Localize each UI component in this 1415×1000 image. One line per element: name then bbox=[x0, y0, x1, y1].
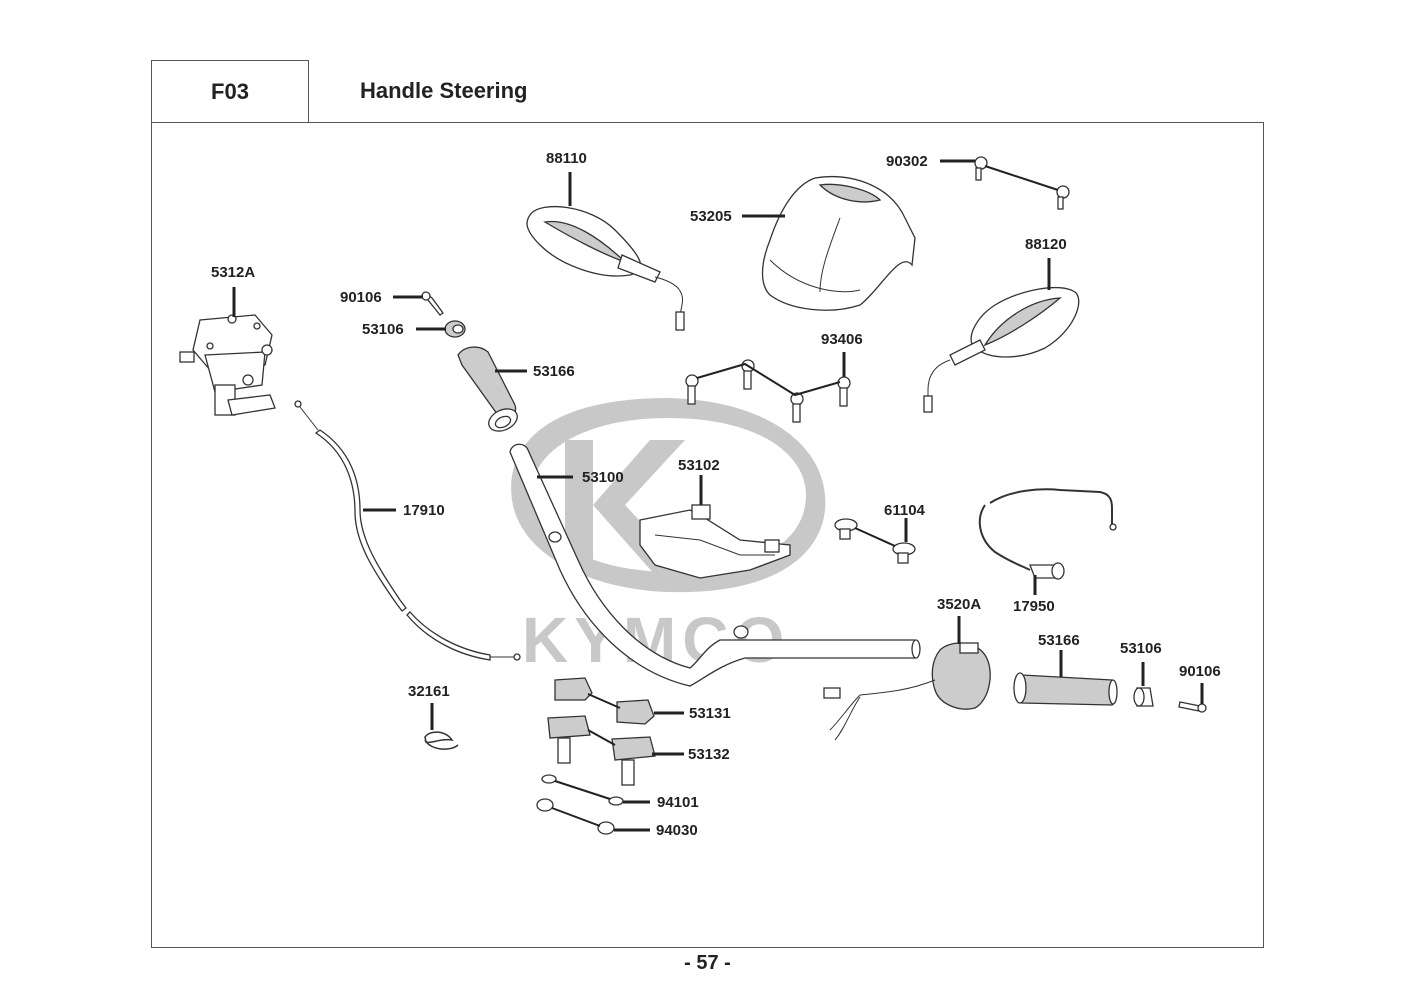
part-label: 53205 bbox=[690, 208, 732, 225]
handlebar-part bbox=[509, 443, 921, 687]
part-label: 90106 bbox=[1179, 663, 1221, 680]
upper-holder-part bbox=[554, 677, 655, 725]
nut-part bbox=[536, 798, 615, 835]
part-label: 88110 bbox=[546, 150, 587, 167]
grip-end-left-part bbox=[444, 320, 466, 338]
grip-right-part bbox=[1013, 672, 1118, 706]
page-number: - 57 - bbox=[684, 952, 731, 974]
part-label: 53106 bbox=[362, 321, 404, 338]
right-mirror-part bbox=[923, 286, 1080, 413]
left-mirror-part bbox=[526, 205, 685, 331]
part-label: 17950 bbox=[1013, 598, 1055, 615]
clamp-part bbox=[424, 731, 459, 750]
section-title: Handle Steering bbox=[360, 78, 528, 103]
part-label: 93406 bbox=[821, 331, 863, 348]
part-label: 17910 bbox=[403, 502, 445, 519]
part-label: 90106 bbox=[340, 289, 382, 306]
part-label: 53166 bbox=[1038, 632, 1080, 649]
screw-pair-part bbox=[974, 156, 1070, 210]
part-label: 53102 bbox=[678, 457, 720, 474]
handlebar-bracket-part bbox=[639, 504, 791, 579]
part-label: 53106 bbox=[1120, 640, 1162, 657]
bolt-left-part bbox=[421, 291, 444, 316]
brake-master-cylinder-part bbox=[179, 314, 276, 416]
part-label: 3520A bbox=[937, 596, 981, 613]
section-code: F03 bbox=[151, 60, 309, 122]
part-label: 94030 bbox=[656, 822, 698, 839]
washer-part bbox=[541, 774, 624, 806]
part-label: 94101 bbox=[657, 794, 699, 811]
throttle-cable-part bbox=[978, 488, 1117, 580]
brake-cable-part bbox=[294, 400, 521, 661]
bolt-set-part bbox=[685, 359, 851, 423]
part-label: 32161 bbox=[408, 683, 450, 700]
grip-end-right-part bbox=[1133, 687, 1154, 707]
part-label: 88120 bbox=[1025, 236, 1067, 253]
grip-left-part bbox=[457, 346, 518, 432]
part-label: 90302 bbox=[886, 153, 928, 170]
handle-cover-part bbox=[761, 175, 916, 311]
part-label: 53166 bbox=[533, 363, 575, 380]
part-label: 5312A bbox=[211, 264, 255, 281]
part-label: 53132 bbox=[688, 746, 730, 763]
diagram-frame bbox=[151, 122, 1264, 948]
part-label: 61104 bbox=[884, 502, 926, 519]
grommet-pair-part bbox=[834, 518, 916, 564]
part-label: 53131 bbox=[689, 705, 731, 722]
part-label: 53100 bbox=[582, 469, 624, 486]
lower-holder-part bbox=[547, 715, 656, 786]
bolt-right-part bbox=[1178, 701, 1207, 713]
handle-switch-part bbox=[823, 642, 991, 741]
